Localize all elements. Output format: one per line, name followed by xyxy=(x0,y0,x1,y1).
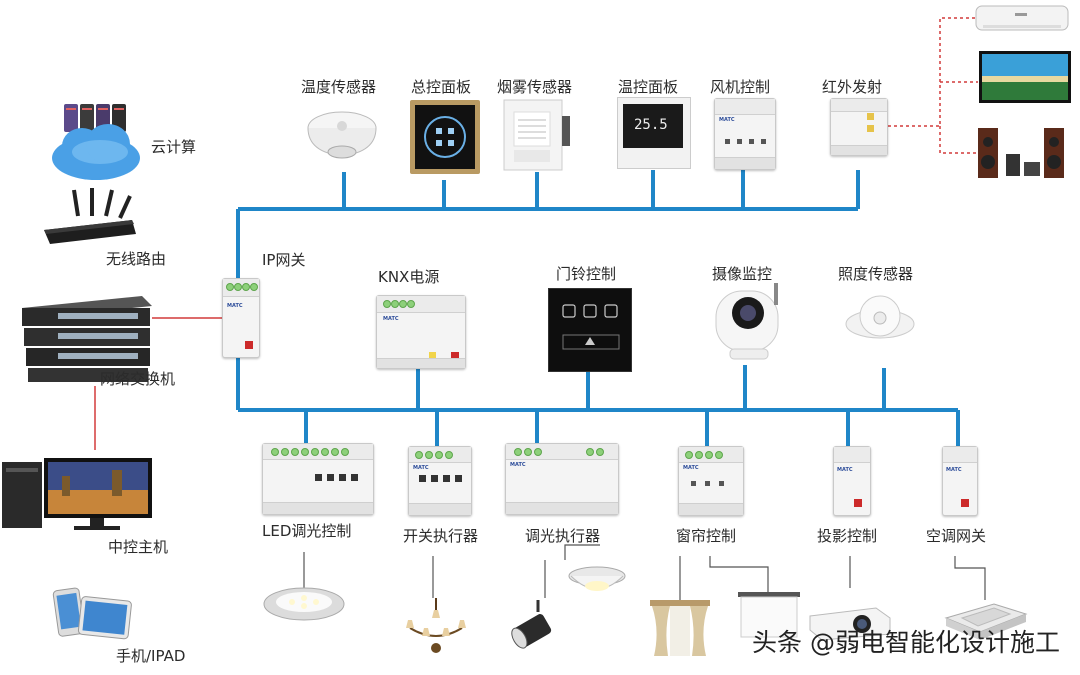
din-module-icon: MATC xyxy=(678,446,744,516)
router-icon xyxy=(40,186,140,248)
bottom-bus xyxy=(236,358,960,448)
host-label: 中控主机 xyxy=(108,538,169,556)
spotlight-icon xyxy=(508,598,558,656)
ac-cassette-icon xyxy=(942,600,1028,642)
din-module-icon xyxy=(262,443,374,515)
watermark: 头条 @弱电智能化设计施工 xyxy=(752,628,1060,657)
curtain-icon xyxy=(650,600,710,656)
humidifier-icon xyxy=(502,98,572,172)
led-dimmer-label: LED调光控制 xyxy=(262,522,352,540)
ceiling-light-icon xyxy=(262,584,346,624)
projection-screen-icon xyxy=(738,592,800,642)
ir-emitter-label: 红外发射 xyxy=(822,78,883,96)
thermostat-display: 25.5 xyxy=(634,117,668,133)
ir-dashed-links xyxy=(888,17,978,154)
projector-label: 投影控制 xyxy=(817,527,878,545)
mobile-label: 手机/IPAD xyxy=(116,647,186,665)
switch-label: 网络交换机 xyxy=(100,370,176,388)
lux-sensor-icon xyxy=(844,292,916,354)
din-module-icon: MATC xyxy=(833,446,871,516)
lux-sensor-label: 照度传感器 xyxy=(838,265,914,283)
projector-icon xyxy=(806,600,892,642)
camera-icon xyxy=(712,283,786,367)
din-module-icon: MATC xyxy=(408,446,472,516)
touch-panel-icon xyxy=(410,100,480,174)
knx-power-label: KNX电源 xyxy=(378,268,440,286)
network-links xyxy=(94,317,222,450)
din-module-icon: MATC xyxy=(942,446,978,516)
ir-module-icon xyxy=(830,98,888,156)
din-module-icon: MATC xyxy=(376,295,466,369)
top-bus xyxy=(236,170,860,278)
camera-label: 摄像监控 xyxy=(712,265,773,283)
router-label: 无线路由 xyxy=(106,250,167,268)
network-switch-icon xyxy=(18,290,154,386)
smoke-detector-icon xyxy=(306,108,378,166)
din-module-icon: MATC xyxy=(505,443,619,515)
dimming-actuator-label: 调光执行器 xyxy=(525,527,601,545)
chandelier-icon xyxy=(404,598,468,656)
ac-gateway-label: 空调网关 xyxy=(926,527,987,545)
speakers-icon xyxy=(978,126,1064,180)
smoke-sensor-label: 烟雾传感器 xyxy=(497,78,573,96)
air-conditioner-icon xyxy=(975,5,1070,35)
load-links xyxy=(303,544,986,600)
desktop-pc-icon xyxy=(2,456,154,532)
switch-actuator-label: 开关执行器 xyxy=(403,527,479,545)
tablet-phone-icon xyxy=(50,585,134,643)
fan-control-label: 风机控制 xyxy=(710,78,771,96)
main-panel-label: 总控面板 xyxy=(411,78,472,96)
downlight-icon xyxy=(565,562,629,602)
ip-gateway-label: IP网关 xyxy=(262,251,306,269)
tv-icon xyxy=(978,50,1072,108)
ip-gateway-icon: MATC xyxy=(222,278,260,358)
thermo-panel-label: 温控面板 xyxy=(618,78,679,96)
din-module-icon: MATC xyxy=(714,98,776,170)
thermostat-icon: 25.5 xyxy=(617,97,691,169)
doorbell-label: 门铃控制 xyxy=(556,265,617,283)
temp-sensor-label: 温度传感器 xyxy=(301,78,377,96)
doorbell-panel-icon xyxy=(548,288,632,372)
curtain-label: 窗帘控制 xyxy=(676,527,737,545)
cloud-server-icon xyxy=(48,100,148,190)
cloud-label: 云计算 xyxy=(151,138,197,156)
